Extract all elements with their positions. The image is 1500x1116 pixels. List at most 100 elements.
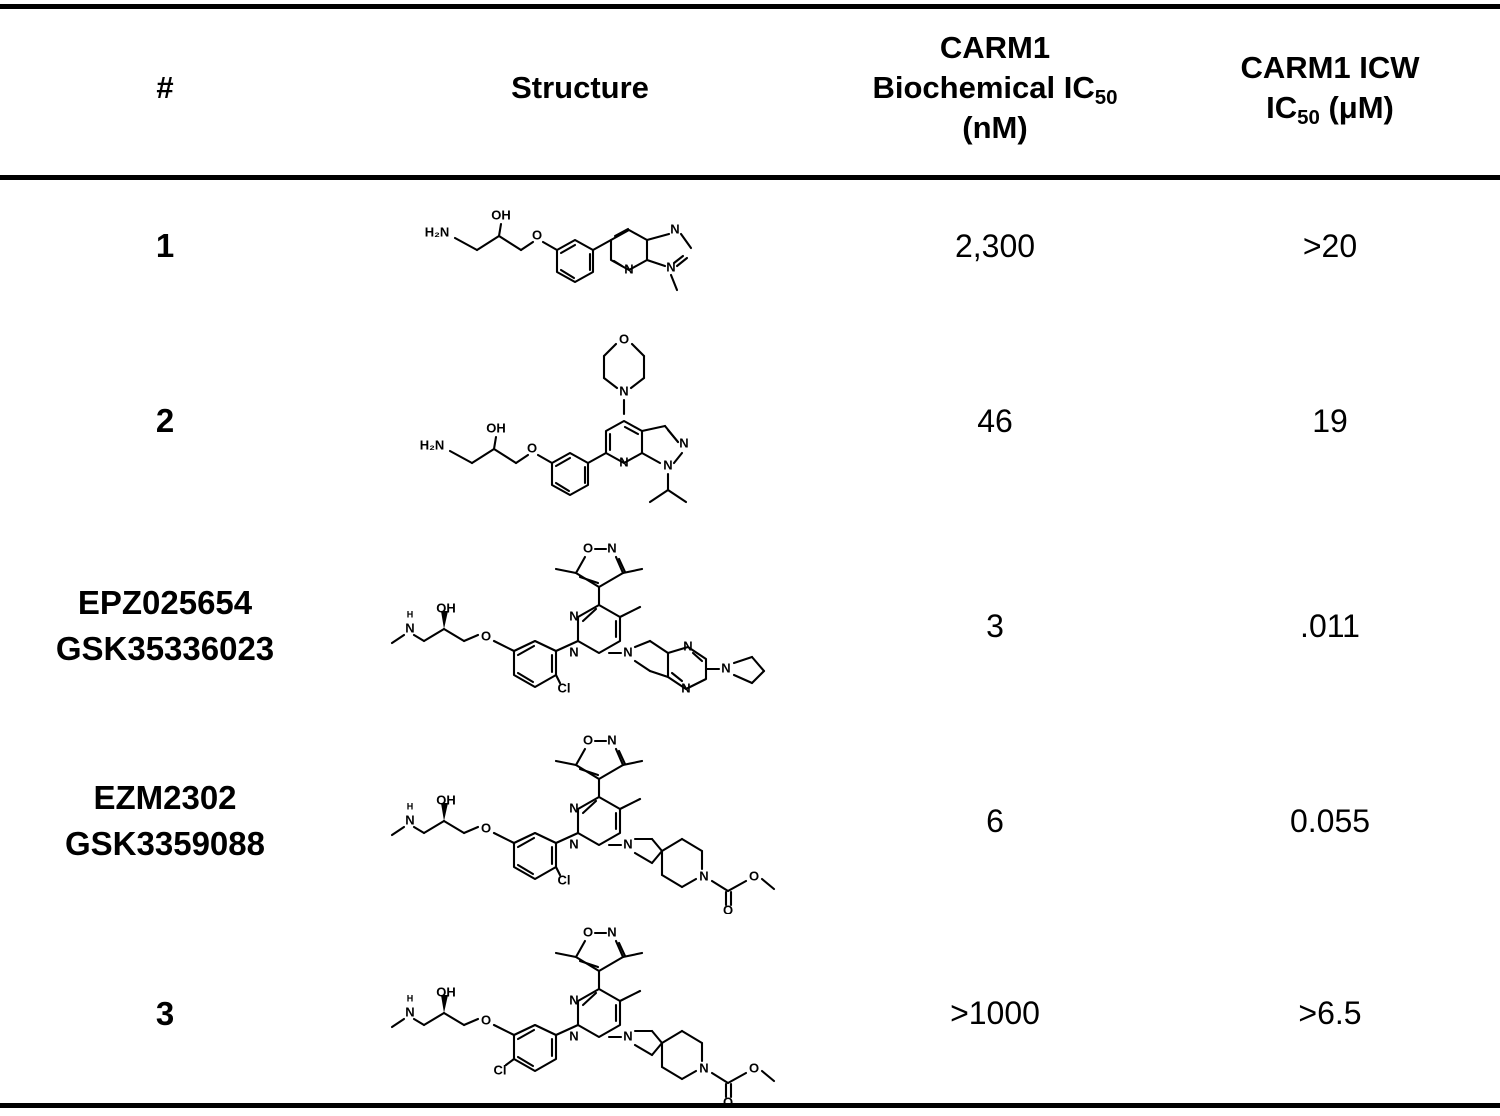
carbonyl-oxygen-4: O <box>723 902 733 914</box>
table-bottom-rule <box>0 1103 1500 1108</box>
nh-nitrogen-3: N <box>405 620 414 635</box>
icw-header-line2: IC50 (μM) <box>1160 88 1500 130</box>
header-separator-rule <box>0 175 1500 180</box>
pyrimidine-n5-3: N <box>683 638 692 653</box>
icw-header-line2-text: IC <box>1266 90 1298 125</box>
stereo-wedge-4 <box>441 802 448 821</box>
hydroxyl-label-1: OH <box>491 207 511 222</box>
isoxazole-nitrogen-4: N <box>607 732 616 747</box>
piperidine-nitrogen-5: N <box>699 1060 708 1075</box>
icw-value-cell: 19 <box>1312 402 1348 439</box>
structure-1-diagram: H₂N OH O <box>330 186 830 306</box>
pyrimidine-n1-4: N <box>569 800 578 815</box>
nh-hydrogen-5: H <box>407 993 414 1003</box>
header-row: # Structure CARM1 Biochemical IC50 (nM) … <box>0 0 1500 176</box>
icw-value-cell: 0.055 <box>1289 802 1371 839</box>
hydroxyl-label-2: OH <box>486 420 506 435</box>
pyrimidine-n3-3: N <box>569 644 578 659</box>
nh-nitrogen-5: N <box>405 1004 414 1019</box>
morpholine-oxygen-2: O <box>619 331 629 346</box>
imidazole-n3-1: N <box>670 221 679 236</box>
column-header-structure-label: Structure <box>511 69 649 105</box>
structure-cell: O N N <box>330 726 830 916</box>
biochemical-value-cell: 3 <box>986 607 1004 644</box>
isoxazole-nitrogen-3: N <box>607 540 616 555</box>
pyrazole-n2-2: N <box>679 435 688 450</box>
row-number-cell: 1 <box>0 176 330 316</box>
row-number-line1: 3 <box>155 994 175 1032</box>
pyrimidine-n7-3: N <box>681 680 690 695</box>
table-row: 1 H₂N OH O <box>0 176 1500 316</box>
table-row: 3 O N <box>0 916 1500 1111</box>
ether-oxygen-4: O <box>481 820 491 835</box>
azetidine-nitrogen-3: N <box>721 660 730 675</box>
ether-oxygen-5: O <box>481 1012 491 1027</box>
row-number-line1: 1 <box>155 227 175 265</box>
table-top-rule <box>0 4 1500 9</box>
structure-cell: O N <box>330 526 830 726</box>
ester-oxygen-4: O <box>749 868 759 883</box>
biochemical-value-cell: 46 <box>977 402 1013 439</box>
row-number-cell: 2 <box>0 316 330 526</box>
icw-value-cell: >6.5 <box>1298 995 1362 1031</box>
structure-4-diagram: O N N <box>330 729 830 914</box>
row-number-line1: 2 <box>155 402 175 440</box>
isoxazole-oxygen-3: O <box>583 540 593 555</box>
amine-label-1: H₂N <box>425 224 450 239</box>
biochemical-value-cell: 2,300 <box>954 227 1036 264</box>
molecule-2-svg: O N H₂N <box>420 331 689 503</box>
structure-3-diagram: O N <box>330 531 830 721</box>
row-number-line2: GSK35336023 <box>55 630 275 667</box>
biochemical-header-line2: Biochemical IC50 <box>830 68 1160 109</box>
pyrimidine-n3-4: N <box>569 836 578 851</box>
column-header-structure: Structure <box>330 0 830 176</box>
column-header-biochemical: CARM1 Biochemical IC50 (nM) <box>830 0 1160 176</box>
table-row: 2 O N <box>0 316 1500 526</box>
morpholine-nitrogen-2: N <box>619 383 628 398</box>
row-number-cell: 3 <box>0 916 330 1111</box>
molecule-1-svg: H₂N OH O <box>425 207 693 292</box>
biochemical-value-cell: 6 <box>986 802 1004 839</box>
molecule-4-svg: O N N <box>390 732 776 914</box>
chlorine-label-4: Cl <box>558 872 571 887</box>
row-number-line2: GSK3359088 <box>65 825 265 862</box>
table-header: # Structure CARM1 Biochemical IC50 (nM) … <box>0 0 1500 176</box>
structure-cell: O N H₂N <box>330 316 830 526</box>
biochemical-header-line2-text: Biochemical IC <box>872 69 1095 105</box>
molecule-3-svg: O N <box>390 540 766 695</box>
icw-value-cell: >20 <box>1302 227 1358 264</box>
carbonyl-oxygen-5: O <box>723 1094 733 1109</box>
icw-header-subscript: 50 <box>1297 106 1320 130</box>
table-body: 1 H₂N OH O <box>0 176 1500 1111</box>
pyrimidine-n3-5: N <box>569 1028 578 1043</box>
nh-hydrogen-4: H <box>407 801 414 811</box>
icw-header-units: (μM) <box>1319 90 1394 125</box>
row-number-line1: EPZ025654 <box>77 584 253 622</box>
column-header-number: # <box>0 0 330 176</box>
pyrimidine-n1-3: N <box>569 608 578 623</box>
biochemical-header-line1: CARM1 <box>939 29 1051 65</box>
piperidine-nitrogen-4: N <box>699 868 708 883</box>
structure-2-diagram: O N H₂N <box>330 324 830 519</box>
structure-cell: O N N <box>330 916 830 1111</box>
structure-5-diagram: O N N <box>330 919 830 1109</box>
pyrrolidine-nitrogen-3: N <box>623 644 632 659</box>
table-row: EZM2302 GSK3359088 O N <box>0 726 1500 916</box>
isoxazole-nitrogen-5: N <box>607 924 616 939</box>
icw-header-line1: CARM1 ICW <box>1240 49 1420 85</box>
imidazole-n1-1: N <box>666 259 675 274</box>
nh-nitrogen-4: N <box>405 812 414 827</box>
ether-oxygen-1: O <box>532 227 542 242</box>
pyridine-nitrogen-1: N <box>624 261 633 276</box>
biochemical-value-cell: >1000 <box>950 995 1040 1031</box>
structure-cell: H₂N OH O <box>330 176 830 316</box>
isoxazole-oxygen-5: O <box>583 924 593 939</box>
column-header-icw: CARM1 ICW IC50 (μM) <box>1160 0 1500 176</box>
row-number-line1: EZM2302 <box>93 779 237 817</box>
ester-oxygen-5: O <box>749 1060 759 1075</box>
ether-oxygen-2: O <box>527 440 537 455</box>
pyridine-nitrogen-2: N <box>619 454 628 469</box>
row-number-cell: EPZ025654 GSK35336023 <box>0 526 330 726</box>
